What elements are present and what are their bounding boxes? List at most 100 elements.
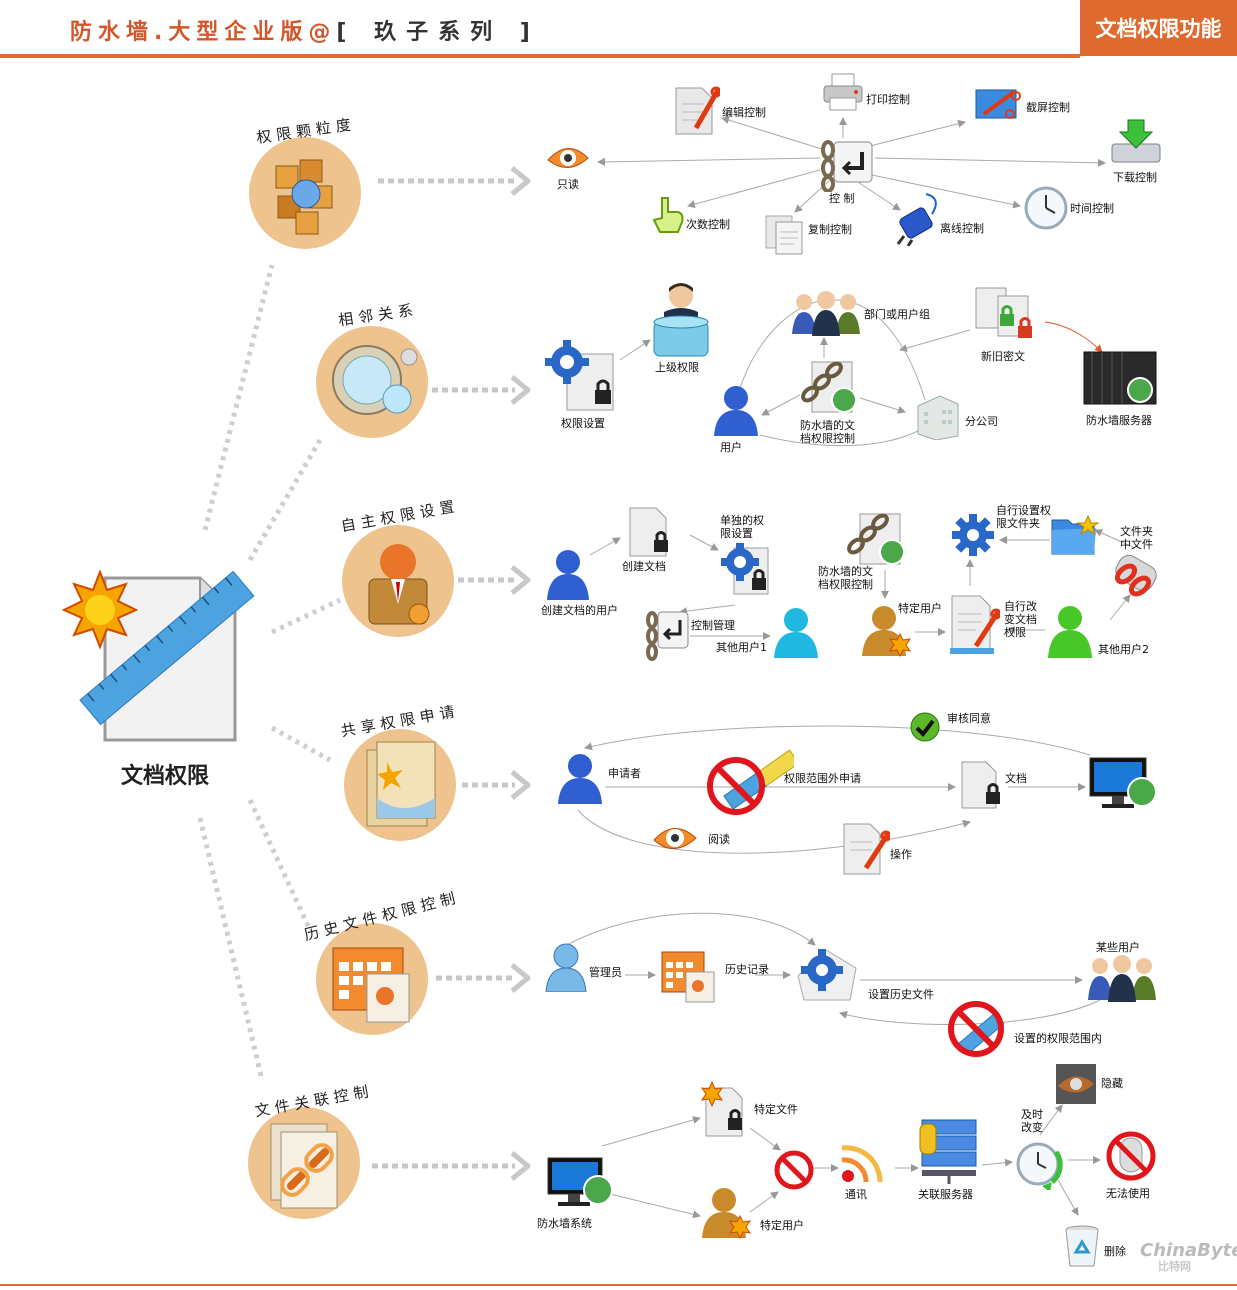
creator-user-icon <box>545 548 591 600</box>
eye-icon-2 <box>652 818 698 858</box>
label-delete: 删除 <box>1104 1245 1126 1258</box>
footer-rule <box>0 1284 1237 1286</box>
label-some-users: 某些用户 <box>1096 941 1140 954</box>
ban-ruler-icon <box>704 742 794 818</box>
calendar-icon <box>315 922 429 1036</box>
label-doc-perm2-line1: 防水墙的文 <box>818 565 873 578</box>
recycle-bin-icon <box>1060 1222 1104 1268</box>
label-dept: 部门或用户组 <box>864 308 930 321</box>
page-title: 防水墙.大型企业版@[ 玖子系列 ] <box>70 20 540 45</box>
label-other-user2: 其他用户2 <box>1098 643 1149 656</box>
label-readonly: 只读 <box>557 178 579 191</box>
label-self-folder-line2: 限文件夹 <box>996 517 1040 530</box>
label-approve: 审核同意 <box>947 712 991 725</box>
label-admin: 管理员 <box>589 966 622 979</box>
ban-icon <box>774 1150 814 1190</box>
label-fw-system: 防水墙系统 <box>537 1217 592 1230</box>
other-user2-icon <box>1046 604 1094 658</box>
hidden-eye-icon <box>1054 1062 1098 1106</box>
label-applicant: 申请者 <box>608 767 641 780</box>
operate-document-icon <box>840 822 890 876</box>
label-single-line2: 限设置 <box>720 527 753 540</box>
watermark-brand: ChinaByte <box>1140 1240 1237 1261</box>
label-branch: 分公司 <box>965 415 998 428</box>
label-timely-line2: 改变 <box>1021 1121 1043 1134</box>
gear-history-icon <box>794 946 860 1004</box>
label-assoc-server: 关联服务器 <box>918 1188 973 1201</box>
label-folder-file-line2: 中文件 <box>1120 538 1153 551</box>
admin-user-icon <box>544 942 588 992</box>
specific-user-icon <box>860 604 912 658</box>
star-folder-icon <box>1050 514 1100 556</box>
ban-ruler-icon-2 <box>946 1000 1006 1058</box>
document-ruler-icon <box>60 570 260 750</box>
edit-permission-icon <box>948 594 1000 658</box>
gear-lock-document-icon <box>545 338 621 414</box>
label-superior: 上级权限 <box>655 361 699 374</box>
label-control-mgmt: 控制管理 <box>691 619 735 632</box>
label-specific-user: 特定用户 <box>898 602 942 615</box>
label-specific-file: 特定文件 <box>754 1103 798 1116</box>
clock-icon <box>1024 186 1068 230</box>
label-fw-server: 防水墙服务器 <box>1086 414 1152 427</box>
label-creator: 创建文档的用户 <box>541 604 618 617</box>
folder-icon <box>343 728 457 842</box>
label-self-change-line3: 权限 <box>1004 626 1026 639</box>
chain-document-icon <box>796 356 860 416</box>
label-operate: 操作 <box>890 848 912 861</box>
label-copy: 复制控制 <box>808 223 852 236</box>
user-icon <box>712 384 760 436</box>
header-rule <box>0 54 1080 58</box>
label-hide: 隐藏 <box>1101 1077 1123 1090</box>
link-icon <box>247 1106 361 1220</box>
gear-icon <box>950 512 996 558</box>
database-server-icon <box>918 1114 980 1186</box>
history-calendar-icon <box>660 944 716 1004</box>
document-lock-icon <box>958 760 1004 810</box>
cube-icon <box>248 136 362 250</box>
label-comm: 通讯 <box>845 1188 867 1201</box>
hand-pointer-icon <box>648 194 688 236</box>
label-timely-line1: 及时 <box>1021 1108 1043 1121</box>
specific-file-icon <box>698 1080 750 1138</box>
label-doc-perm2-line2: 档权限控制 <box>818 578 873 591</box>
label-permission-setting: 权限设置 <box>561 417 605 430</box>
unusable-mouse-icon <box>1104 1130 1158 1182</box>
fw-system-monitor-icon <box>546 1156 616 1212</box>
lock-document-icon <box>626 506 674 558</box>
label-offline: 离线控制 <box>940 222 984 235</box>
server-rack-icon <box>1082 350 1158 406</box>
main-label: 文档权限 <box>120 764 209 789</box>
superior-manager-icon <box>650 282 712 360</box>
label-doc-perm-line2: 档权限控制 <box>800 432 855 445</box>
edit-document-icon <box>672 86 720 136</box>
watermark-sub: 比特网 <box>1158 1260 1191 1273</box>
label-single-line1: 单独的权 <box>720 514 764 527</box>
label-count: 次数控制 <box>686 218 730 231</box>
label-out-of-scope: 权限范围外申请 <box>784 772 861 785</box>
label-self-change-line2: 变文档 <box>1004 613 1037 626</box>
label-read: 阅读 <box>708 833 730 846</box>
label-edit: 编辑控制 <box>722 106 766 119</box>
eye-icon <box>546 140 590 176</box>
label-old-new: 新旧密文 <box>981 350 1025 363</box>
label-folder-file-line1: 文件夹 <box>1120 525 1153 538</box>
refresh-clock-icon <box>1012 1138 1068 1190</box>
gear-lock-icon <box>720 540 772 598</box>
other-user1-icon <box>772 606 820 658</box>
label-user: 用户 <box>720 441 742 454</box>
label-self-change-line1: 自行改 <box>1004 600 1037 613</box>
enter-key-icon <box>644 606 690 662</box>
label-document: 文档 <box>1005 772 1027 785</box>
label-set-history: 设置历史文件 <box>868 988 934 1001</box>
bubble-icon <box>315 325 429 439</box>
person-icon <box>341 524 455 638</box>
label-control: 控 制 <box>829 192 855 205</box>
label-screenshot: 截屏控制 <box>1026 101 1070 114</box>
label-in-scope: 设置的权限范围内 <box>1014 1032 1102 1045</box>
label-history: 历史记录 <box>725 963 769 976</box>
label-print: 打印控制 <box>866 93 910 106</box>
printer-icon <box>822 72 864 112</box>
chain-link-icon <box>1110 550 1160 604</box>
